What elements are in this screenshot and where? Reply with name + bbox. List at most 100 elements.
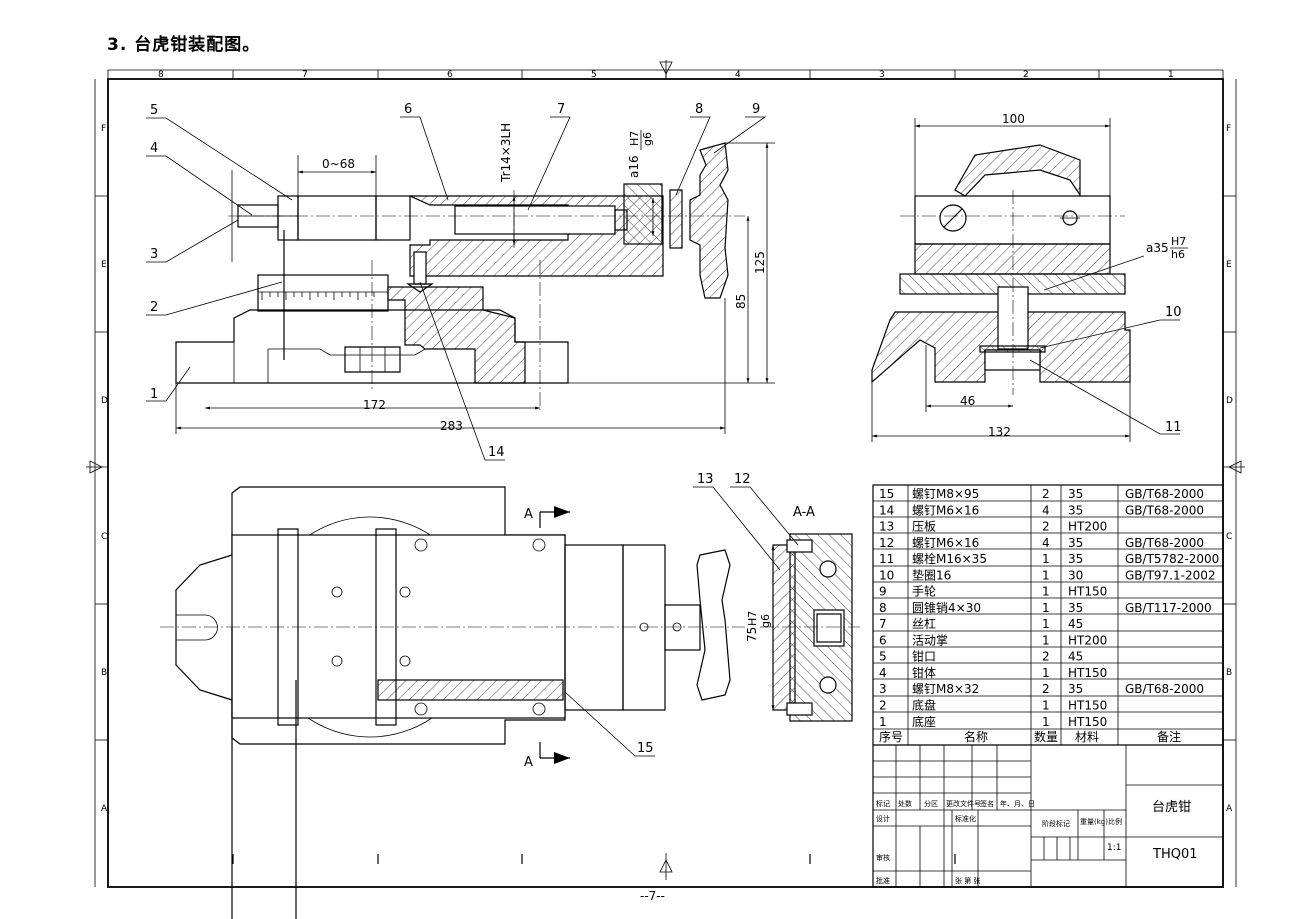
grid-letter-f: F [101, 124, 106, 134]
bom-cell-note: GB/T68-2000 [1125, 503, 1204, 517]
tb-review: 审核 [876, 853, 890, 862]
drawing-scale: 1:1 [1107, 843, 1121, 853]
dim-125: 125 [753, 251, 767, 274]
dim-46: 46 [960, 394, 975, 408]
dim-100: 100 [1002, 112, 1025, 126]
label-4: 4 [150, 141, 158, 156]
tb-approve: 批准 [876, 876, 890, 885]
grid-letter-a-right: A [1226, 804, 1233, 814]
section-aa-view [760, 533, 860, 722]
bom-cell-material: 35 [1068, 552, 1083, 566]
bom-cell-name: 底盘 [912, 698, 936, 713]
bushing [623, 183, 663, 245]
bom-header-no: 序号 [879, 729, 903, 744]
bom-cell-no: 8 [879, 601, 887, 615]
bom-cell-qty: 1 [1042, 666, 1050, 680]
bom-cell-material: 35 [1068, 682, 1083, 696]
grid-num-2: 2 [1023, 70, 1029, 80]
bom-cell-name: 垫圈16 [912, 567, 951, 582]
label-3: 3 [150, 247, 158, 262]
bom-cell-qty: 1 [1042, 568, 1050, 582]
bom-cell-name: 底座 [912, 714, 936, 729]
bom-cell-qty: 4 [1042, 503, 1050, 517]
tb-change-doc: 更改文件号 [946, 799, 981, 808]
grid-letter-c-right: C [1226, 532, 1232, 542]
bom-cell-material: 35 [1068, 601, 1083, 615]
bolt-head [344, 346, 401, 373]
bom-cell-name: 螺钉M6×16 [912, 503, 979, 517]
bom-cell-qty: 1 [1042, 552, 1050, 566]
bom-cell-material: HT200 [1068, 633, 1107, 647]
lead-screw [454, 205, 616, 235]
side-fit-a35: a35 [1146, 241, 1169, 255]
bom-cell-qty: 1 [1042, 633, 1050, 647]
bom-header-name: 名称 [964, 729, 988, 744]
screw-14 [413, 251, 427, 285]
grid-letter-labels: F E D C B A F E D C B A [101, 124, 1233, 814]
bom-cell-material: 35 [1068, 487, 1083, 501]
bom-cell-no: 2 [879, 699, 887, 713]
side-view [871, 144, 1131, 395]
dim-85: 85 [734, 294, 748, 309]
grid-letter-d: D [101, 396, 108, 406]
bom-cell-note: GB/T97.1-2002 [1125, 568, 1216, 582]
grid-num-4: 4 [735, 70, 741, 80]
bom-cell-name: 压板 [912, 520, 936, 534]
dim-283: 283 [440, 419, 463, 433]
bom-cell-material: HT200 [1068, 520, 1107, 534]
bom-header-note: 备注 [1157, 729, 1181, 744]
label-14: 14 [488, 445, 505, 460]
grid-num-8: 8 [158, 70, 164, 80]
label-9: 9 [752, 102, 760, 117]
bom-table [872, 484, 1224, 888]
grid-letter-b: B [101, 668, 107, 678]
tb-zone: 分区 [924, 799, 938, 808]
bom-cell-no: 11 [879, 552, 894, 566]
tb-count: 处数 [898, 799, 912, 808]
bom-cell-note: GB/T68-2000 [1125, 487, 1204, 501]
bom-cell-material: HT150 [1068, 666, 1107, 680]
label-13: 13 [697, 472, 714, 487]
label-11: 11 [1165, 420, 1182, 435]
bom-cell-no: 14 [879, 503, 894, 517]
dim-172: 172 [363, 398, 386, 412]
drawing-name: 台虎钳 [1152, 800, 1191, 815]
washer-10 [979, 345, 1046, 353]
grid-letter-c: C [101, 532, 107, 542]
grid-num-5: 5 [591, 70, 597, 80]
tb-sign: 签名 [980, 799, 994, 808]
tb-sheet: 张 第 张 [955, 876, 980, 885]
bom-cell-no: 13 [879, 520, 894, 534]
tb-stage: 阶段标记 [1042, 819, 1070, 828]
bom-cell-qty: 2 [1042, 487, 1050, 501]
bom-cell-name: 钳体 [912, 666, 936, 680]
bom-cell-qty: 4 [1042, 536, 1050, 550]
bom-cell-note: GB/T68-2000 [1125, 682, 1204, 696]
grid-letter-e-right: E [1226, 260, 1232, 270]
bom-cell-note: GB/T117-2000 [1125, 601, 1212, 615]
bom-cell-name: 圆锥销4×30 [912, 601, 981, 615]
bom-cell-material: HT150 [1068, 699, 1107, 713]
fixed-jaw [297, 195, 377, 241]
dim-132: 132 [988, 425, 1011, 439]
bom-cell-no: 4 [879, 666, 887, 680]
label-7: 7 [557, 102, 565, 117]
section-mark-bottom: A [524, 755, 533, 770]
aa-dim-75: 75 [745, 627, 759, 642]
label-12: 12 [734, 472, 751, 487]
section-aa-labels: A-A 13 12 75 H7 g6 [693, 472, 815, 710]
body-section [387, 286, 526, 384]
bom-cell-qty: 1 [1042, 601, 1050, 615]
bom-cell-no: 6 [879, 633, 887, 647]
pin [669, 189, 683, 249]
grid-letter-d-right: D [1226, 396, 1233, 406]
grid-letter-f-right: F [1226, 124, 1231, 134]
bom-cell-name: 螺栓M16×35 [912, 551, 987, 566]
bom-header-material: 材料 [1075, 730, 1099, 744]
label-1: 1 [150, 387, 158, 402]
bom-cell-qty: 2 [1042, 650, 1050, 664]
grid-letter-e: E [101, 260, 107, 270]
bom-cell-material: 35 [1068, 536, 1083, 550]
